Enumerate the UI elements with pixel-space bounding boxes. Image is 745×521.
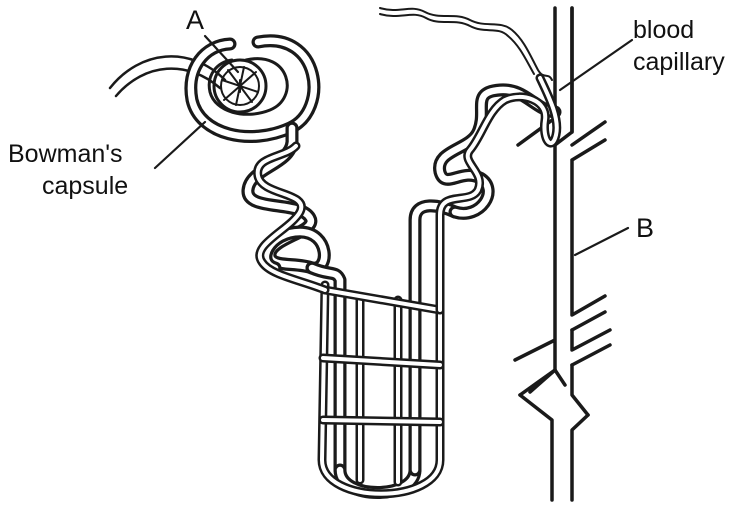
label-a: A: [186, 6, 204, 34]
label-blood-line1: blood: [633, 16, 694, 44]
afferent-arteriole: [110, 56, 225, 96]
leader-bowman: [155, 122, 205, 168]
glomerulus: [214, 60, 266, 112]
leader-b: [575, 228, 628, 255]
label-bowman-line1: Bowman's: [8, 140, 123, 168]
label-blood-line2: capillary: [633, 48, 725, 76]
bowmans-capsule: [191, 41, 314, 137]
collecting-duct: [515, 8, 610, 500]
peritubular-capillaries: [258, 78, 557, 494]
efferent-vessel: [380, 8, 552, 80]
label-b: B: [636, 214, 654, 242]
label-bowman-line2: capsule: [42, 172, 128, 200]
